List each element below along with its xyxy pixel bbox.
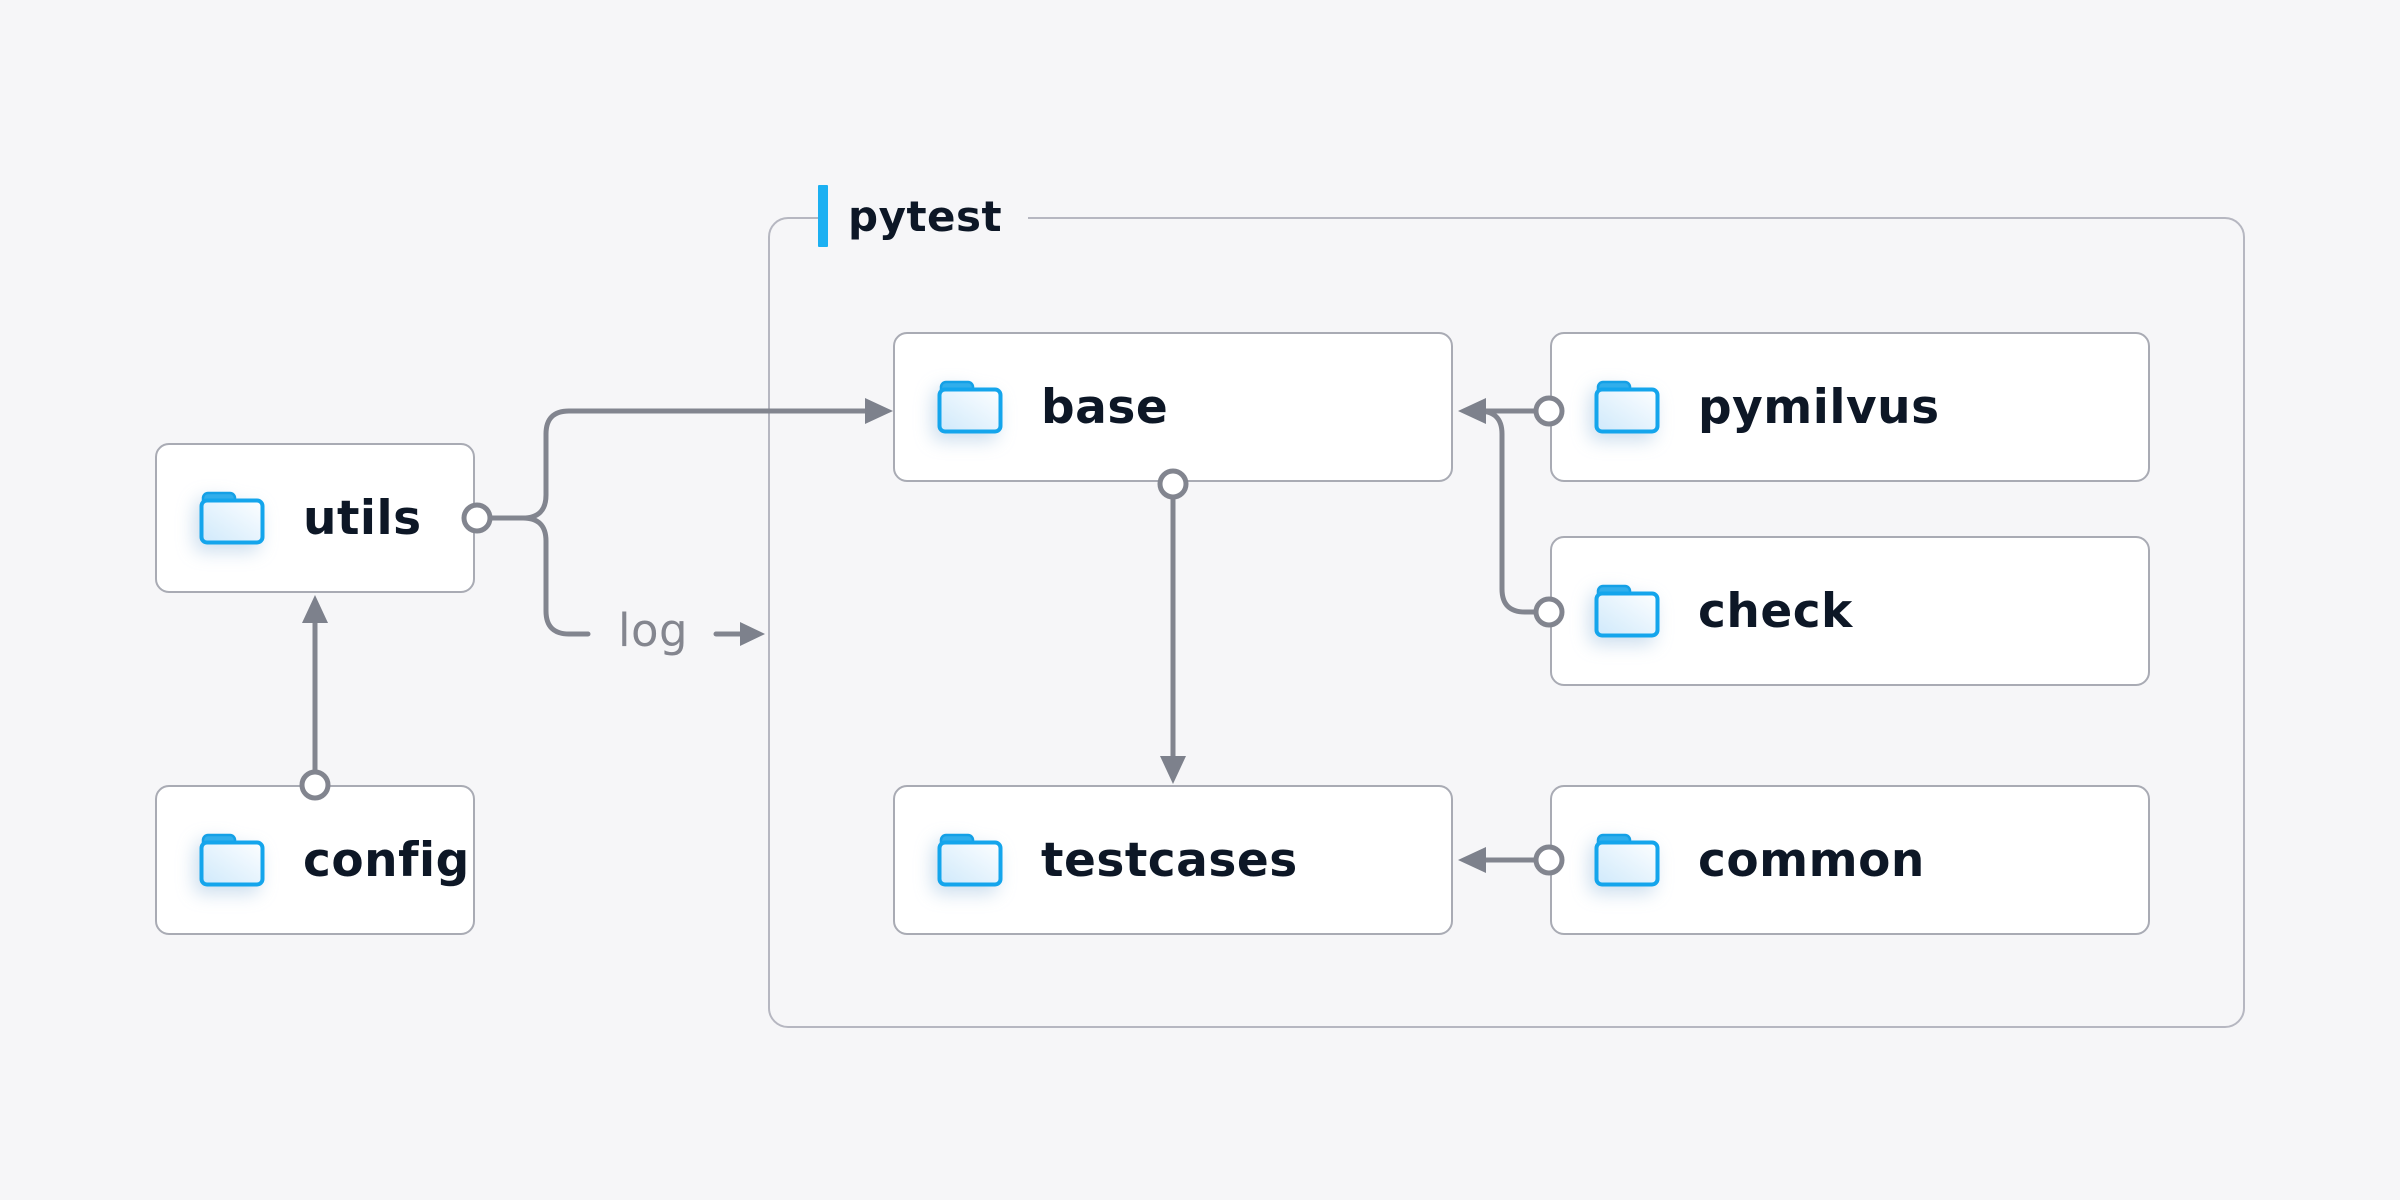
pytest-group [768,217,2245,1028]
node-testcases: testcases [893,785,1453,935]
node-label: testcases [1041,832,1298,888]
arrowhead [740,622,765,646]
node-label: pymilvus [1698,379,1940,435]
pytest-group-header: pytest [818,184,1029,248]
folder-icon [937,833,1003,887]
folder-icon [199,833,265,887]
folder-icon [1594,380,1660,434]
node-base: base [893,332,1453,482]
folder-icon [1594,833,1660,887]
arrowhead [302,595,328,623]
folder-icon [199,491,265,545]
node-common: common [1550,785,2150,935]
edge-label-log: log [617,604,689,657]
node-label: config [303,832,470,888]
node-pymilvus: pymilvus [1550,332,2150,482]
node-check: check [1550,536,2150,686]
node-label: utils [303,490,422,546]
edge-utils-log [520,515,591,637]
folder-icon [937,380,1003,434]
accent-bar-icon [818,185,828,247]
node-label: base [1041,379,1169,435]
node-config: config [155,785,475,935]
pytest-group-label: pytest [848,191,1003,241]
folder-icon [1594,584,1660,638]
node-label: check [1698,583,1853,639]
node-label: common [1698,832,1925,888]
node-utils: utils [155,443,475,593]
